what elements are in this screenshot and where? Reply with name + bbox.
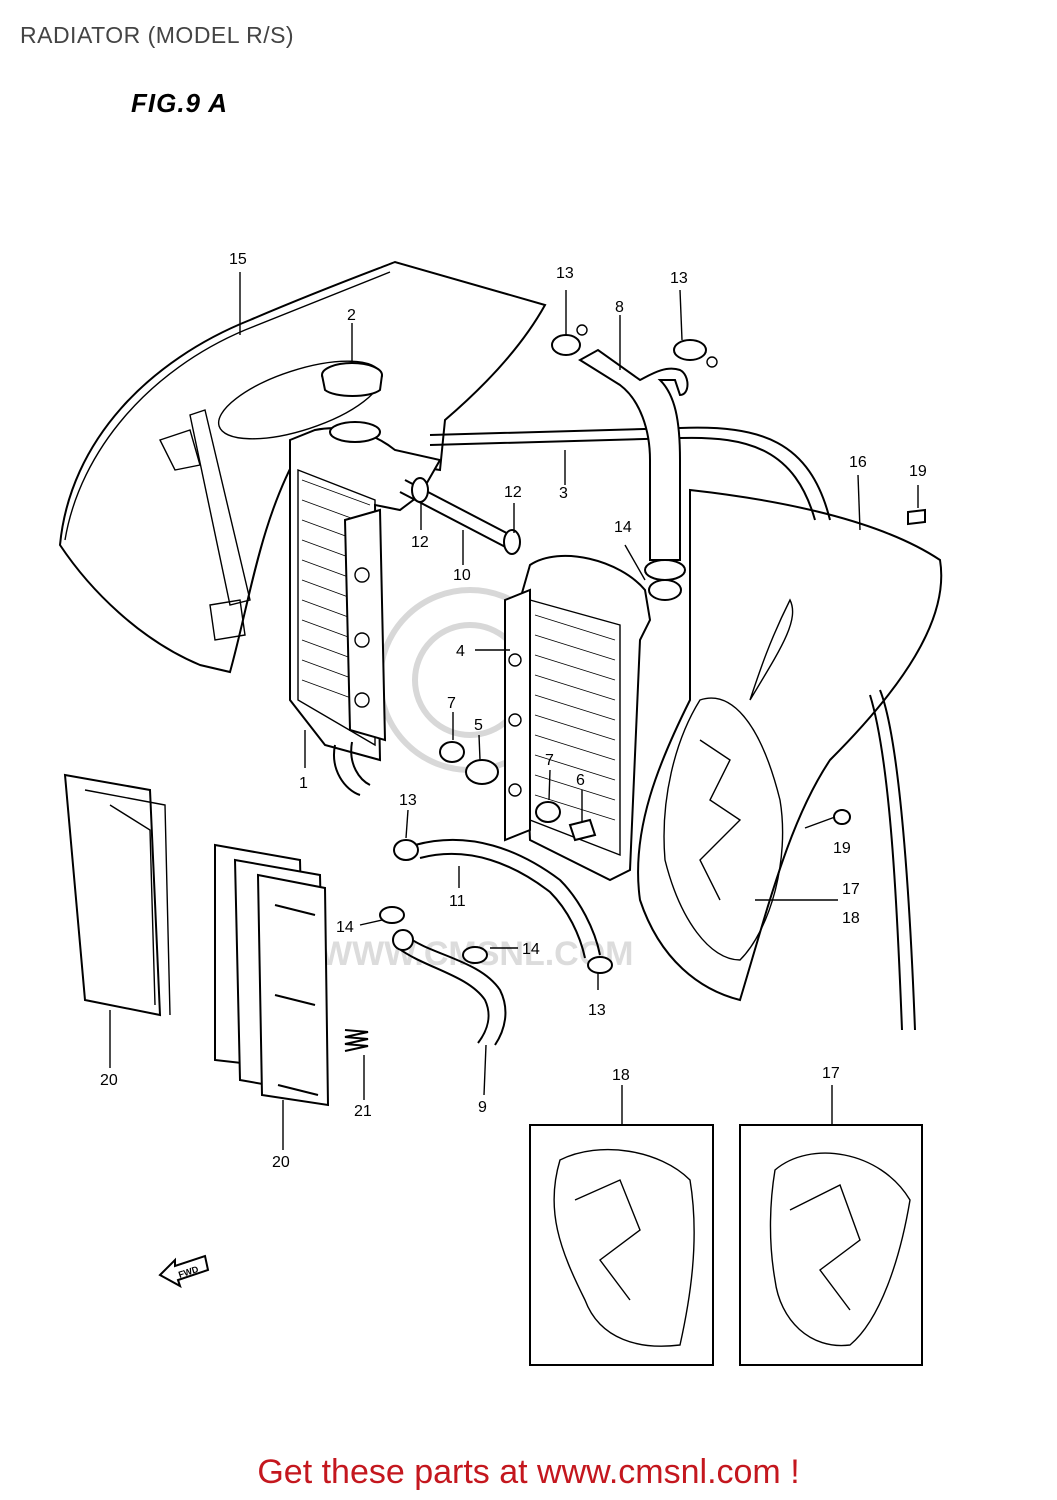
callout-6: 6 bbox=[576, 772, 585, 789]
fwd-arrow-icon: FWD bbox=[158, 1254, 210, 1289]
figure-number: FIG.9 A bbox=[131, 88, 229, 118]
footer-link-text[interactable]: Get these parts at www.cmsnl.com ! bbox=[257, 1453, 800, 1491]
callout-17: 17 bbox=[842, 881, 860, 898]
callout-1: 1 bbox=[299, 775, 308, 792]
part-13-clamp-upper-left bbox=[551, 324, 588, 356]
decal-box-18 bbox=[529, 1124, 714, 1366]
callout-2: 2 bbox=[347, 307, 356, 324]
part-17-decal-on-cover bbox=[663, 697, 784, 961]
callout-17: 17 bbox=[822, 1065, 840, 1082]
part-16-radiator-cover bbox=[637, 488, 943, 1031]
callout-13: 13 bbox=[399, 792, 417, 809]
callout-10: 10 bbox=[453, 567, 471, 584]
part-3-breather-hose bbox=[429, 426, 831, 521]
part-19-bolt-lower bbox=[833, 809, 851, 825]
callout-16: 16 bbox=[849, 454, 867, 471]
part-21-spring bbox=[344, 1029, 369, 1052]
part-15-shroud bbox=[58, 260, 547, 674]
callout-20: 20 bbox=[272, 1154, 290, 1171]
part-14-clamp-lower-center bbox=[462, 946, 488, 964]
callout-19: 19 bbox=[833, 840, 851, 857]
callout-5: 5 bbox=[474, 717, 483, 734]
part-1-left-radiator bbox=[289, 421, 442, 796]
callout-14: 14 bbox=[522, 941, 540, 958]
part-9-lower-hose bbox=[392, 929, 507, 1046]
callout-13: 13 bbox=[670, 270, 688, 287]
callout-19: 19 bbox=[909, 463, 927, 480]
part-13-clamp-lower-right bbox=[587, 956, 613, 974]
part-4-right-radiator bbox=[504, 554, 652, 882]
callout-3: 3 bbox=[559, 485, 568, 502]
part-7-grommet-right bbox=[535, 801, 561, 823]
callout-15: 15 bbox=[229, 251, 247, 268]
callout-11: 11 bbox=[449, 893, 466, 910]
page-title: RADIATOR (MODEL R/S) bbox=[20, 22, 295, 48]
part-5-collar bbox=[465, 759, 499, 785]
callout-12: 12 bbox=[411, 534, 429, 551]
callout-13: 13 bbox=[556, 265, 574, 282]
leader-lines bbox=[109, 272, 919, 1150]
callout-7: 7 bbox=[545, 752, 554, 769]
callout-4: 4 bbox=[456, 643, 465, 660]
callout-8: 8 bbox=[615, 299, 624, 316]
callout-20: 20 bbox=[100, 1072, 118, 1089]
callout-14: 14 bbox=[336, 919, 354, 936]
callout-18: 18 bbox=[842, 910, 860, 927]
part-20-guard-left bbox=[63, 773, 171, 1017]
part-14-clamp-upper-hose bbox=[648, 579, 682, 601]
part-2-radiator-cap bbox=[321, 362, 383, 397]
callout-9: 9 bbox=[478, 1099, 487, 1116]
callout-21: 21 bbox=[354, 1103, 372, 1120]
part-6-bolt bbox=[568, 818, 597, 842]
part-10-connecting-hose bbox=[399, 477, 521, 555]
part-19-bolt-upper bbox=[907, 508, 926, 526]
part-13-clamp-upper-right bbox=[673, 339, 718, 368]
callout-labels: 15 2 13 8 13 16 19 3 12 12 10 14 4 7 5 7… bbox=[100, 251, 927, 1171]
decal-box-17 bbox=[739, 1124, 923, 1366]
exploded-diagram: WWW.CMSNL.COM bbox=[58, 251, 943, 1366]
callout-12: 12 bbox=[504, 484, 522, 501]
callout-14: 14 bbox=[614, 519, 632, 536]
part-14-clamp-lower-left bbox=[379, 906, 405, 924]
callout-18: 18 bbox=[612, 1067, 630, 1084]
callout-7: 7 bbox=[447, 695, 456, 712]
part-8-upper-hose bbox=[578, 348, 689, 581]
callout-13: 13 bbox=[588, 1002, 606, 1019]
part-11-lower-hose bbox=[393, 838, 601, 959]
part-20-guard-right bbox=[214, 843, 330, 1107]
part-7-grommet-left bbox=[439, 741, 465, 763]
